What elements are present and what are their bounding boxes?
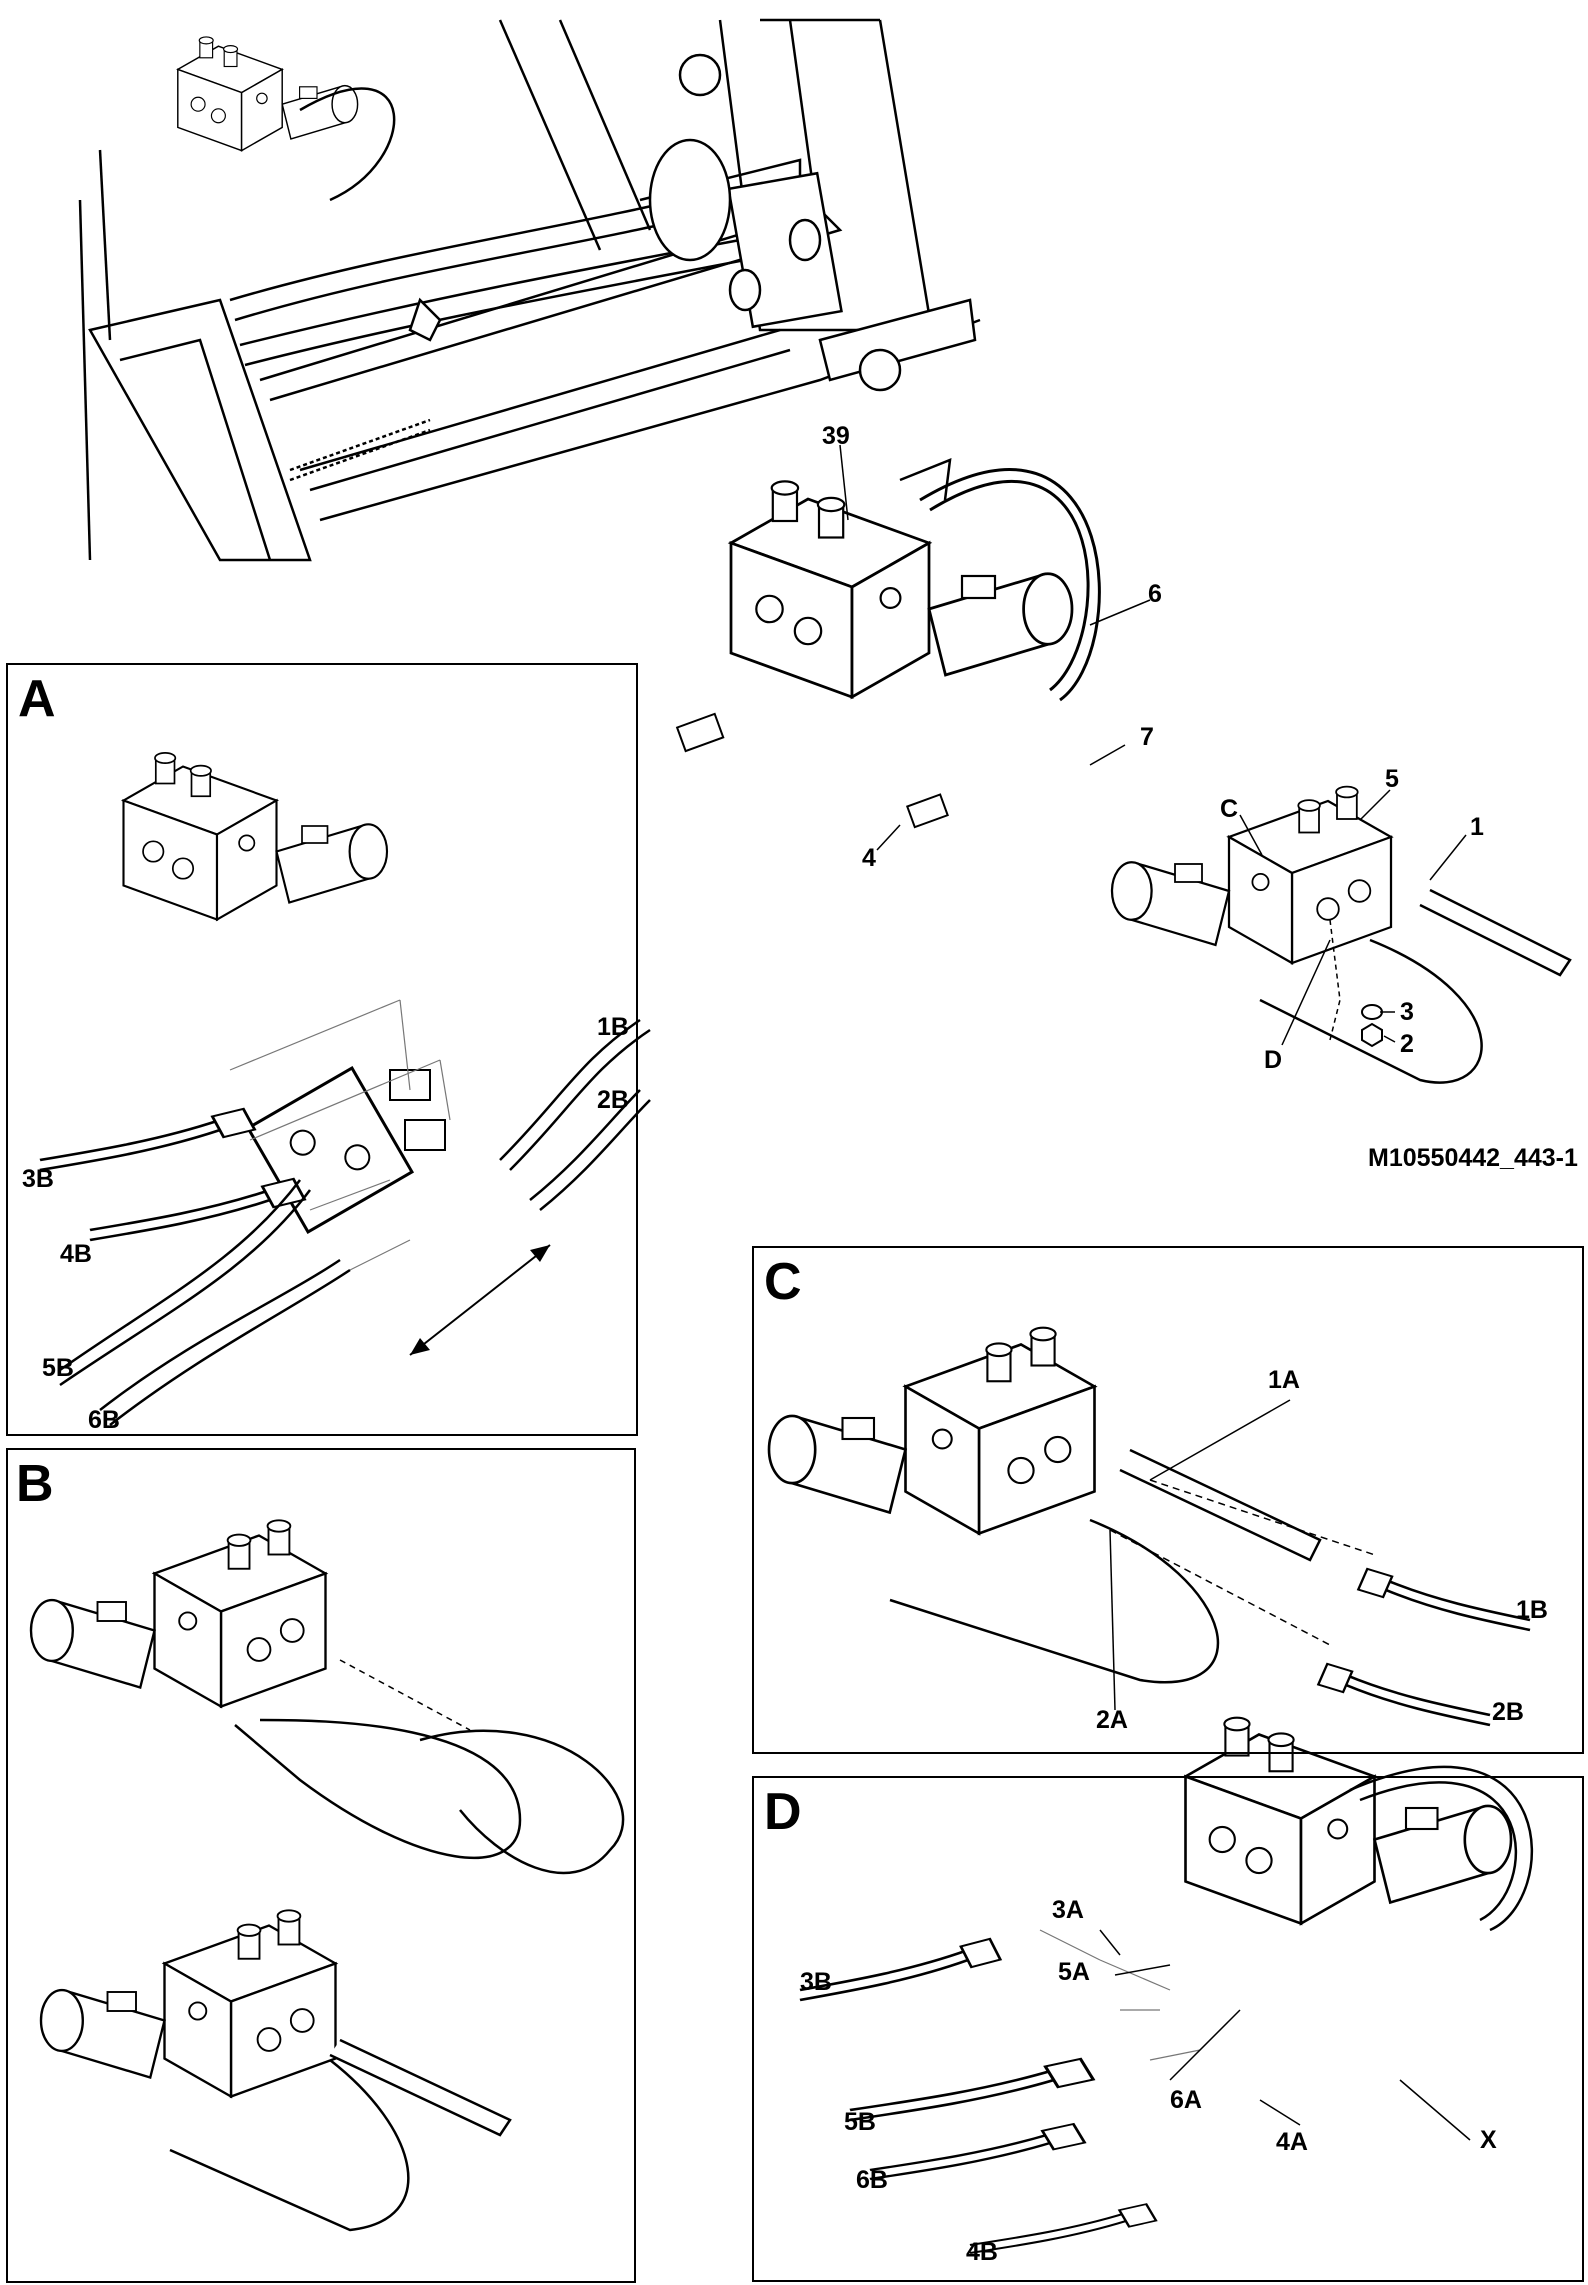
panel-d-title: D	[764, 1783, 802, 1841]
callout-c: C	[1220, 795, 1239, 823]
panel-b-title: B	[16, 1455, 54, 1513]
callout-4: 4	[862, 844, 876, 872]
panel-c-drawing	[767, 1326, 1532, 1727]
panel-d-frame	[752, 1776, 1584, 2282]
panel-a-callout-3b: 3B	[22, 1165, 54, 1193]
panel-a-callout-4b: 4B	[60, 1240, 92, 1268]
panel-d-callout-3a: 3A	[1052, 1896, 1084, 1924]
panel-d-callout-6b: 6B	[856, 2166, 888, 2194]
panel-a-frame	[6, 663, 638, 1436]
callout-3: 3	[1400, 998, 1414, 1026]
callout-6: 6	[1148, 580, 1162, 608]
panel-d-callout-x: X	[1480, 2126, 1497, 2154]
detail-leader-lines	[1239, 789, 1467, 1046]
panel-d-callout-5b: 5B	[844, 2108, 876, 2136]
panel-d-callout-5a: 5A	[1058, 1958, 1090, 1986]
panel-c-frame	[752, 1246, 1584, 1754]
panel-a-callout-5b: 5B	[42, 1354, 74, 1382]
panel-a-callout-6b: 6B	[88, 1406, 120, 1434]
panel-c-callout-1b: 1B	[1516, 1596, 1548, 1624]
panel-b-drawing	[29, 1519, 625, 2232]
machine-frame-drawing	[78, 18, 981, 562]
callout-39: 39	[822, 422, 850, 450]
callout-5: 5	[1385, 765, 1399, 793]
figure-id: M10550442_443-1	[1368, 1144, 1578, 1172]
main-valve-drawing	[675, 458, 1101, 829]
panel-a-callout-2b: 2B	[597, 1086, 629, 1114]
panel-d-callout-3b: 3B	[800, 1968, 832, 1996]
detail-valve-drawing	[1110, 785, 1572, 1084]
callout-1: 1	[1470, 813, 1484, 841]
callout-2: 2	[1400, 1030, 1414, 1058]
callout-7: 7	[1140, 723, 1154, 751]
panel-c-callout-1a: 1A	[1268, 1366, 1300, 1394]
panel-a-callout-1b: 1B	[597, 1013, 629, 1041]
panel-c-title: C	[764, 1253, 802, 1311]
panel-d-callout-4a: 4A	[1276, 2128, 1308, 2156]
panel-c-callout-2b: 2B	[1492, 1698, 1524, 1726]
panel-b-frame	[6, 1448, 636, 2283]
panel-d-callout-6a: 6A	[1170, 2086, 1202, 2114]
panel-c-callout-2a: 2A	[1096, 1706, 1128, 1734]
panel-d-callout-4b: 4B	[966, 2238, 998, 2266]
panel-d-drawing	[798, 1716, 1533, 2255]
panel-a-drawing	[38, 751, 651, 1426]
main-leader-lines	[839, 444, 1151, 851]
callout-d: D	[1264, 1046, 1283, 1074]
panel-a-title: A	[18, 670, 56, 728]
